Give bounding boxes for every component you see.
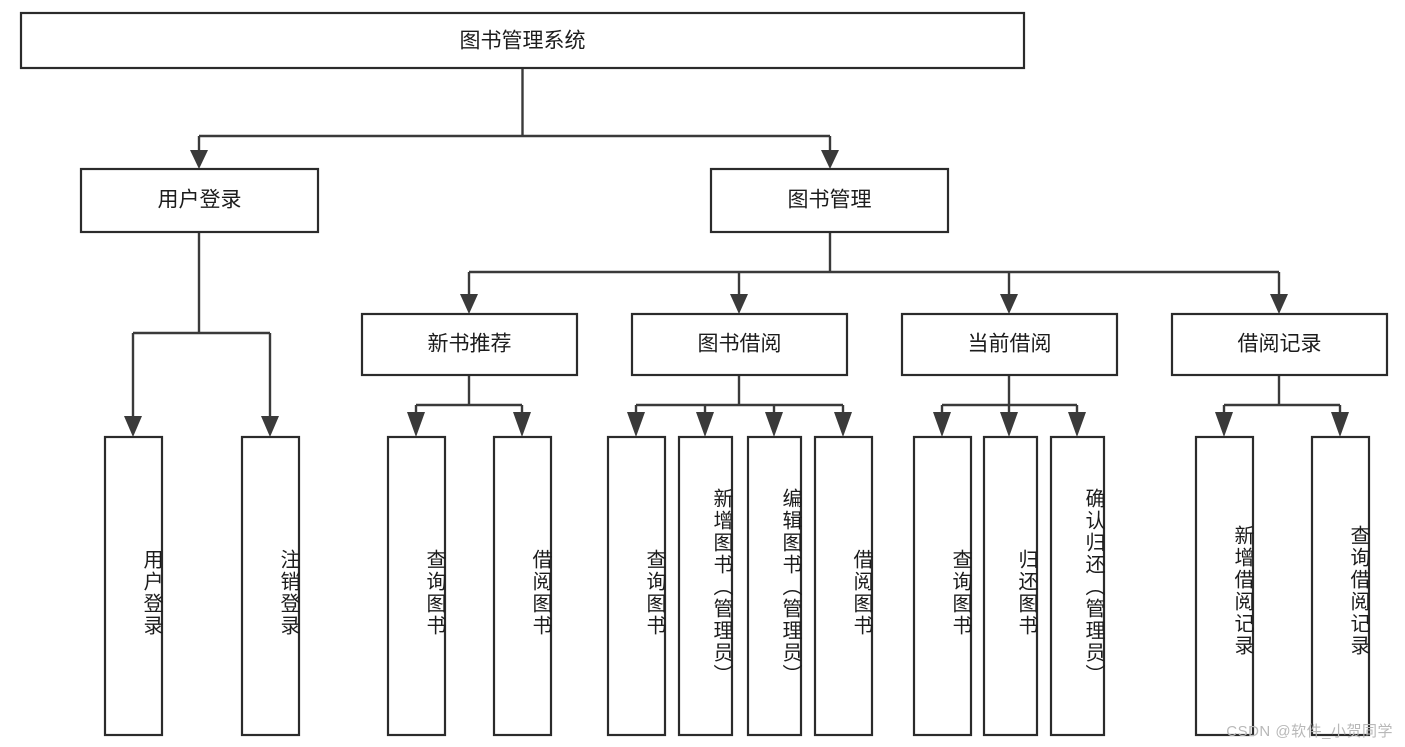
node-current-borrow-box[interactable] [900, 312, 1119, 377]
node-user-login-label: 用户登录 [158, 189, 242, 212]
node-user-login[interactable]: 用户登录 [79, 167, 320, 234]
node-book-management-box[interactable] [709, 167, 950, 234]
node-book-management[interactable]: 图书管理 [709, 167, 950, 234]
node-borrow-record-box[interactable] [1170, 312, 1389, 377]
arrow-to-leaf-query-book-1 [407, 412, 425, 437]
leaf-confirm-return-label: 确认归还（管理员） [1082, 488, 1104, 686]
node-current-borrow[interactable]: 当前借阅 [900, 312, 1119, 377]
leaf-query-record-box[interactable] [1310, 435, 1371, 737]
leaf-return-book-box[interactable] [982, 435, 1039, 737]
arrow-to-leaf-query-record [1331, 412, 1349, 437]
arrow-to-leaf-user-login [124, 416, 142, 437]
arrow-to-leaf-return-book [1000, 412, 1018, 437]
leaf-user-login-label: 用户登录 [140, 548, 162, 637]
node-current-borrow-label: 当前借阅 [968, 333, 1052, 356]
arrow-to-leaf-query-book-2 [627, 412, 645, 437]
leaf-query-book-2-label: 查询图书 [643, 548, 665, 637]
leaf-borrow-book-2-label: 借阅图书 [850, 548, 872, 637]
leaf-confirm-return-box[interactable] [1049, 435, 1106, 737]
arrow-to-leaf-edit-book [765, 412, 783, 437]
leaf-edit-book-box[interactable] [746, 435, 803, 737]
node-user-login-box[interactable] [79, 167, 320, 234]
node-book-borrow[interactable]: 图书借阅 [630, 312, 849, 377]
arrow-to-leaf-query-book-3 [933, 412, 951, 437]
leaf-add-record-label: 新增借阅记录 [1231, 525, 1253, 657]
arrow-to-new-book-recommend [460, 294, 478, 314]
leaf-user-logout-label: 注销登录 [277, 548, 299, 637]
leaf-return-book-label: 归还图书 [1015, 548, 1037, 637]
leaf-query-record-label: 查询借阅记录 [1347, 525, 1369, 657]
node-new-book-recommend-box[interactable] [360, 312, 579, 377]
arrow-to-borrow-record [1270, 294, 1288, 314]
node-borrow-record[interactable]: 借阅记录 [1170, 312, 1389, 377]
leaf-add-book-box[interactable] [677, 435, 734, 737]
node-book-management-label: 图书管理 [788, 189, 872, 212]
leaf-query-book-3-label: 查询图书 [949, 548, 971, 637]
arrow-to-leaf-borrow-book-2 [834, 412, 852, 437]
leaf-user-login-box[interactable] [103, 435, 164, 737]
watermark-text: CSDN @软件_小贺同学 [1226, 723, 1393, 740]
leaf-add-book-label: 新增图书（管理员） [710, 488, 732, 686]
arrow-to-book-management [821, 150, 839, 169]
connectors-group [124, 68, 1349, 437]
leaf-borrow-book-1-label: 借阅图书 [529, 548, 551, 637]
arrow-to-leaf-user-logout [261, 416, 279, 437]
arrow-to-leaf-borrow-book-1 [513, 412, 531, 437]
node-new-book-recommend[interactable]: 新书推荐 [360, 312, 579, 377]
node-book-borrow-box[interactable] [630, 312, 849, 377]
node-book-borrow-label: 图书借阅 [698, 333, 782, 356]
leaf-add-record-box[interactable] [1194, 435, 1255, 737]
leaf-query-book-1-label: 查询图书 [423, 548, 445, 637]
node-new-book-recommend-label: 新书推荐 [428, 333, 512, 356]
node-root-label: 图书管理系统 [460, 30, 586, 53]
arrow-to-leaf-confirm-return [1068, 412, 1086, 437]
leaf-borrow-book-1-box[interactable] [492, 435, 553, 737]
node-borrow-record-label: 借阅记录 [1238, 333, 1322, 356]
leaf-edit-book-label: 编辑图书（管理员） [779, 488, 801, 686]
arrow-to-leaf-add-book [696, 412, 714, 437]
leaf-boxes-group [103, 435, 1371, 737]
leaf-query-book-3-box[interactable] [912, 435, 973, 737]
leaf-user-logout-box[interactable] [240, 435, 301, 737]
node-root[interactable]: 图书管理系统 [19, 11, 1026, 70]
arrow-to-leaf-add-record [1215, 412, 1233, 437]
node-root-box[interactable] [19, 11, 1026, 70]
arrow-to-book-borrow [730, 294, 748, 314]
leaf-query-book-1-box[interactable] [386, 435, 447, 737]
arrow-to-user-login [190, 150, 208, 169]
leaf-borrow-book-2-box[interactable] [813, 435, 874, 737]
arrow-to-current-borrow [1000, 294, 1018, 314]
leaf-query-book-2-box[interactable] [606, 435, 667, 737]
